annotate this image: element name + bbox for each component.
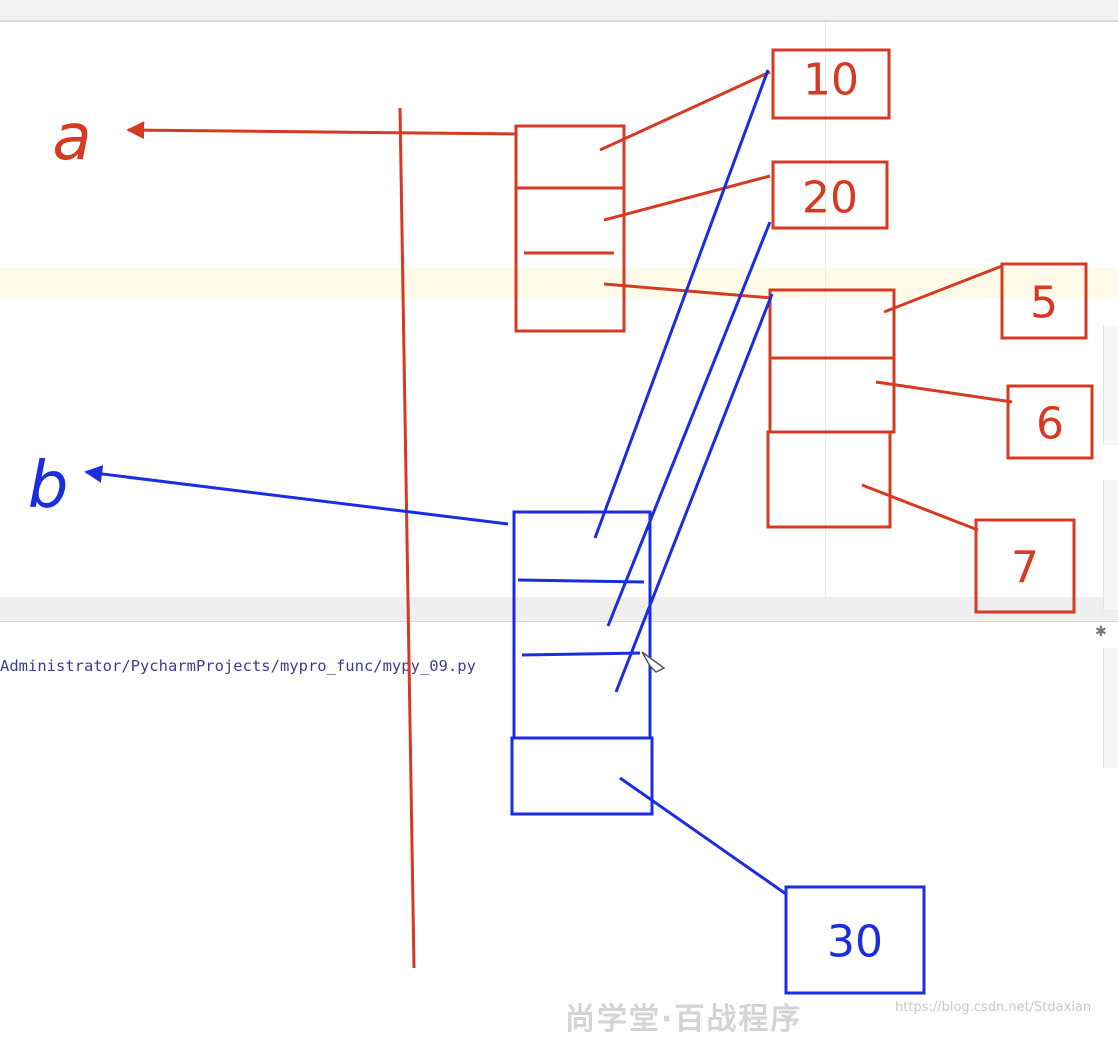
side-panel-tab[interactable]: [1103, 325, 1118, 445]
b-reference-arrow: [84, 465, 509, 526]
value-30-label: 30: [827, 917, 883, 968]
value-6-label: 6: [1036, 399, 1064, 450]
value-5-box: [1000, 262, 1088, 340]
value-7-label: 7: [1011, 543, 1039, 594]
a-reference-arrow: [126, 121, 517, 140]
b1-to-20: [606, 221, 772, 627]
b2-to-sublist: [614, 293, 774, 693]
watermark-logo: 尚学堂·百战程序: [565, 1002, 803, 1037]
stack-heap-divider: [398, 107, 416, 969]
sub0-to-5: [883, 264, 1003, 314]
b3-to-30: [619, 776, 787, 896]
side-panel-tab[interactable]: [1103, 648, 1118, 768]
a1-to-20: [603, 174, 771, 222]
cursor-icon: [641, 651, 666, 673]
value-10-box: [771, 48, 891, 120]
gear-icon[interactable]: ✱: [1095, 624, 1107, 640]
sublist-object: [766, 288, 896, 529]
value-7-box: [974, 518, 1076, 614]
value-10-label: 10: [803, 55, 859, 106]
b0-to-10: [593, 69, 770, 539]
a0-to-10: [599, 70, 771, 152]
value-6-box: [1006, 384, 1094, 460]
console-splitter[interactable]: [0, 597, 1118, 622]
watermark-url: https://blog.csdn.net/Stdaxian: [895, 1000, 1092, 1015]
console-run-path: Administrator/PycharmProjects/mypro_func…: [0, 657, 476, 675]
value-20-box: [771, 160, 889, 230]
variable-b-label: b: [28, 449, 69, 523]
value-20-label: 20: [802, 173, 858, 224]
value-5-label: 5: [1030, 278, 1058, 329]
side-panel-tab[interactable]: [1103, 480, 1118, 610]
editor-top-bar: [0, 0, 1118, 22]
list-a-object: [514, 124, 626, 333]
list-b-object: [510, 510, 654, 816]
value-30-box: [784, 885, 926, 995]
variable-a-label: a: [52, 101, 91, 175]
sub1-to-6: [875, 380, 1013, 404]
right-margin-guide: [825, 22, 826, 597]
sub2-to-7: [861, 483, 979, 532]
a2-to-sublist: [603, 282, 773, 300]
